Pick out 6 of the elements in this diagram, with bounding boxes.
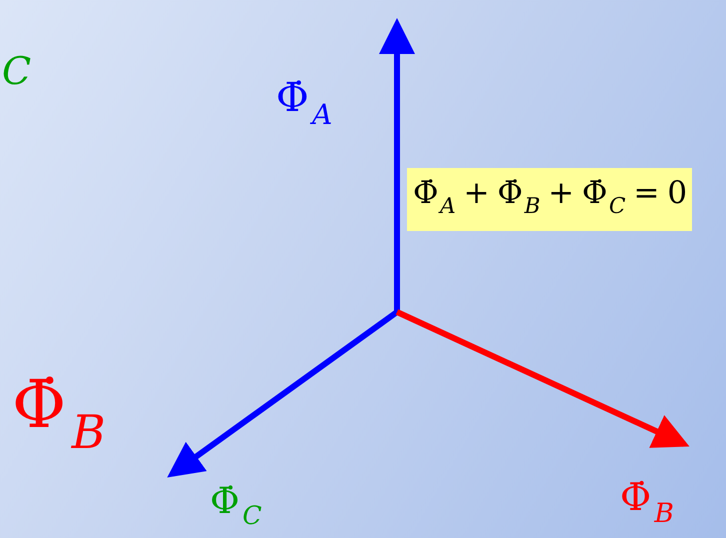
phasor-label: Φ̇$_{B}$: [620, 478, 674, 528]
equation-box: Φ̇$_{A}$ + Φ̇$_{B}$ + Φ̇$_{C}$ = 0: [407, 168, 692, 232]
phasor-label: Φ̇$_{A}$: [276, 78, 332, 129]
phasor-label: Φ̇$_{B}$: [12, 372, 106, 455]
phase-label: C: [2, 52, 32, 90]
phasor-label: Φ̇$_{C}$: [210, 484, 262, 529]
